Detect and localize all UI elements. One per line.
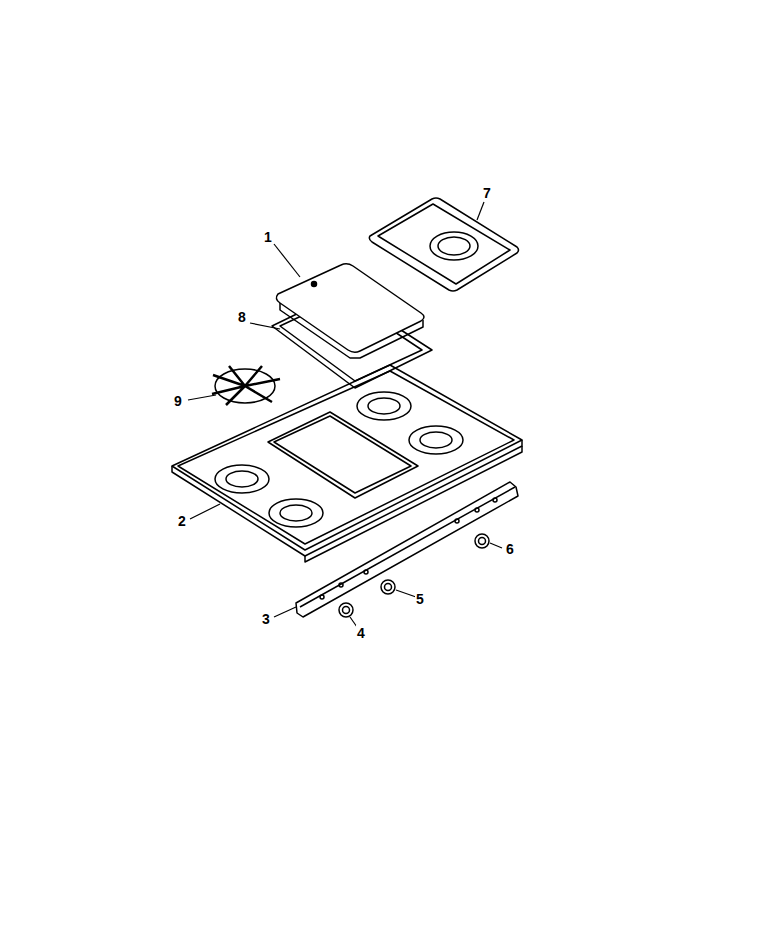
control-panel bbox=[296, 482, 518, 617]
callout-number: 5 bbox=[415, 591, 425, 607]
callout-number: 8 bbox=[237, 309, 247, 325]
callout-number: 4 bbox=[356, 625, 366, 641]
callout-number: 1 bbox=[263, 229, 273, 245]
callout-number: 7 bbox=[482, 185, 492, 201]
callout-number: 3 bbox=[261, 611, 271, 627]
callout-number: 2 bbox=[177, 513, 187, 529]
leader-lines bbox=[188, 202, 502, 627]
callout-number: 9 bbox=[173, 393, 183, 409]
burner-grate bbox=[212, 366, 280, 405]
burner-tray bbox=[369, 198, 518, 291]
callout-number: 6 bbox=[505, 541, 515, 557]
cooktop bbox=[172, 365, 522, 562]
control-knobs bbox=[339, 534, 489, 617]
griddle-plate bbox=[276, 264, 424, 358]
